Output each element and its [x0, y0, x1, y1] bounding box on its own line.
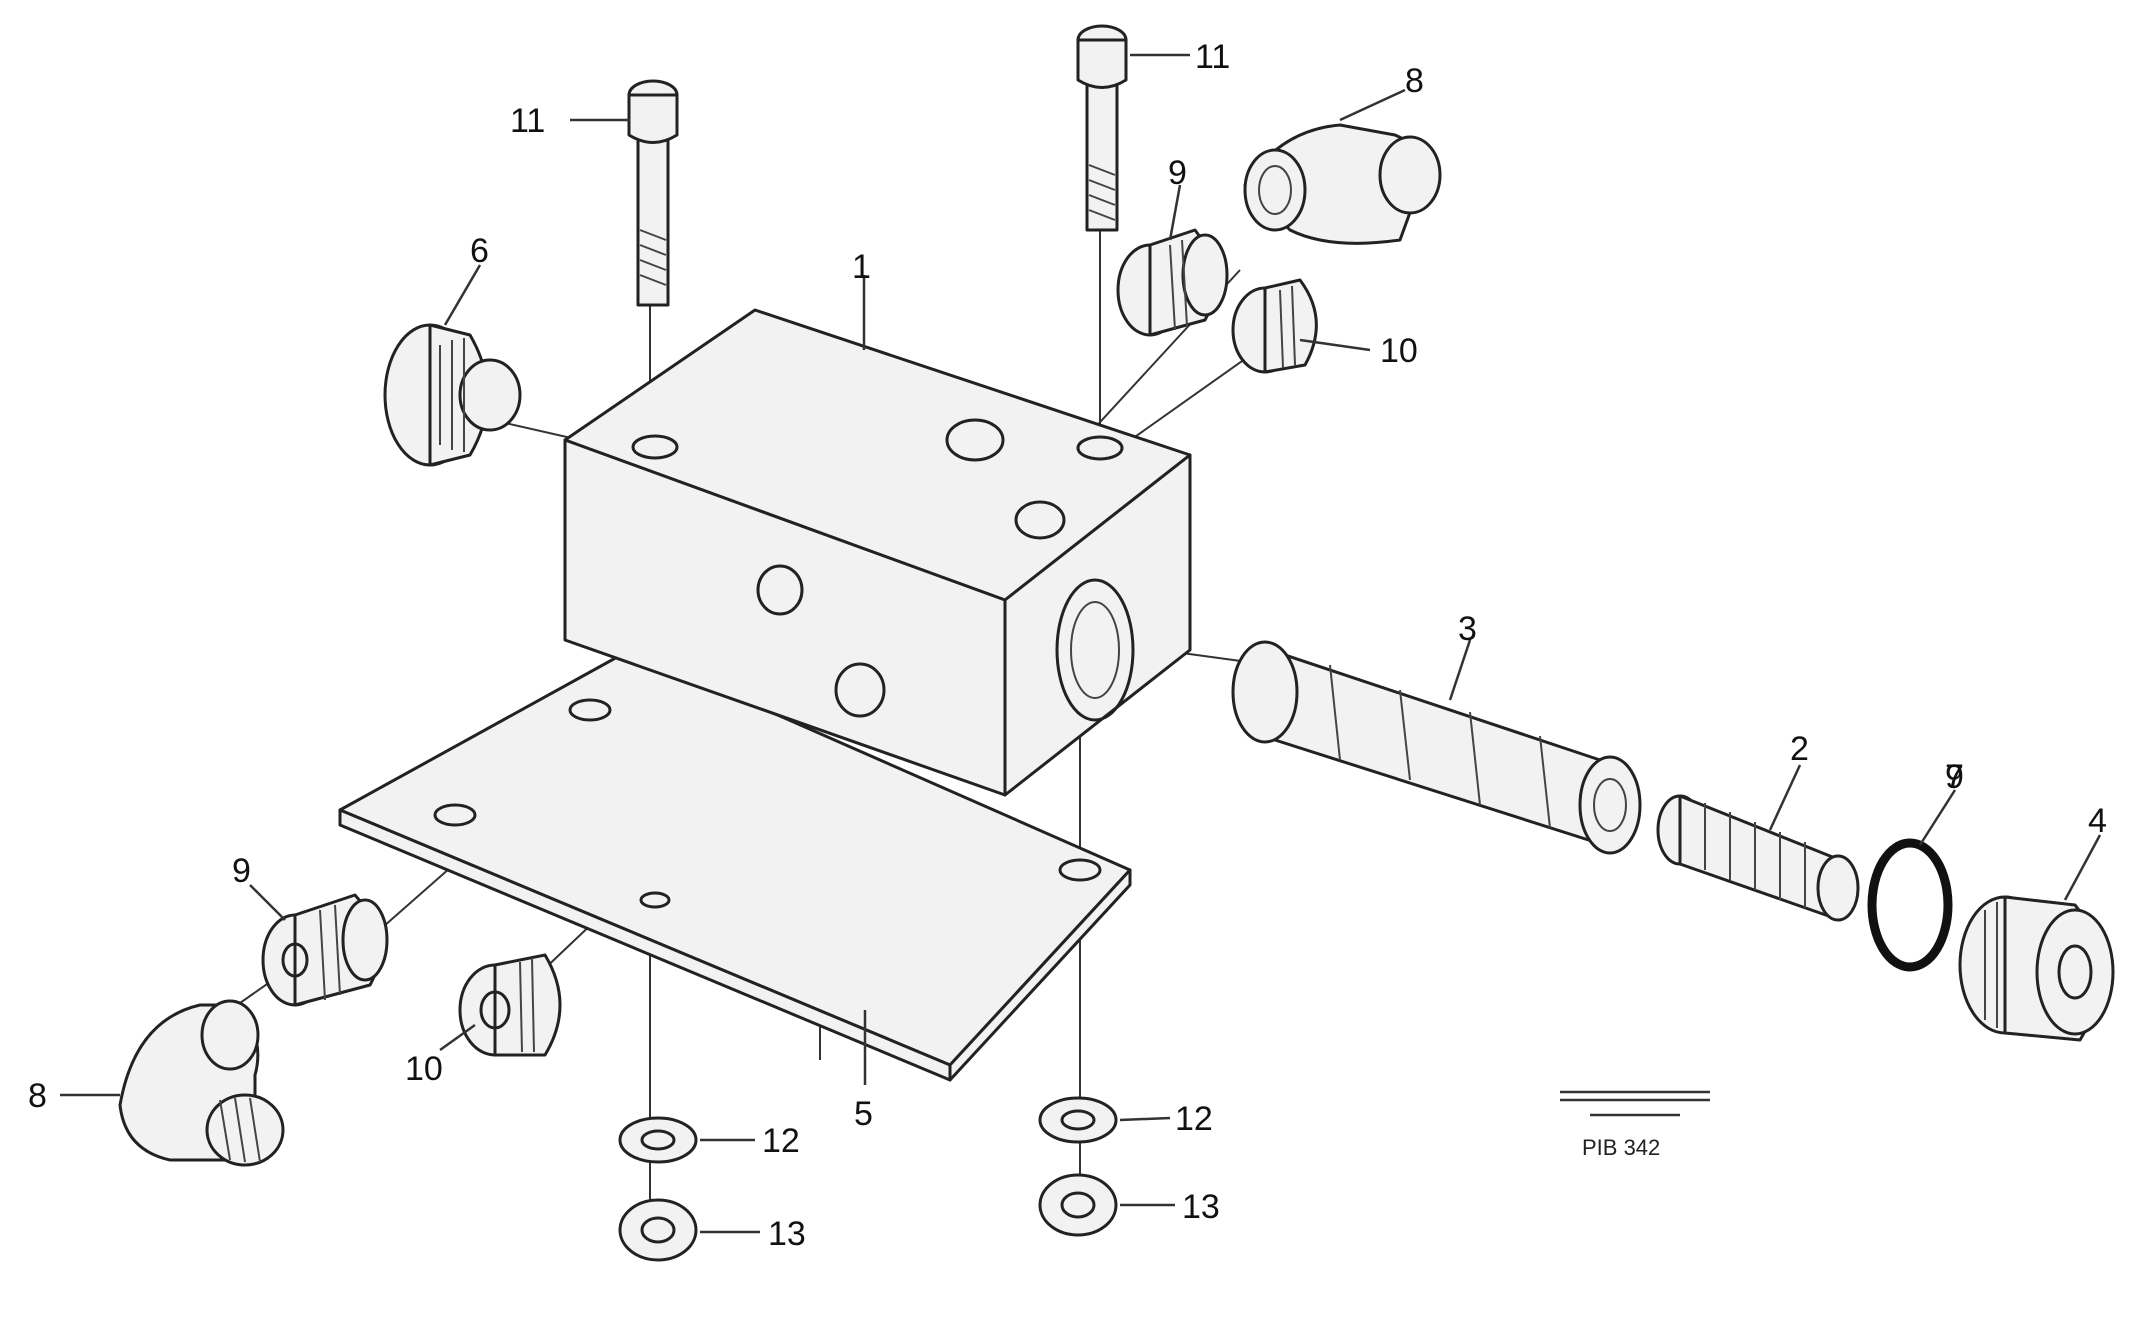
callout-9-upper: 9: [1168, 154, 1187, 192]
washer-12-right: [1038, 1096, 1118, 1144]
callout-9-mid: 9: [1945, 758, 1964, 796]
fitting-9-lower: [261, 893, 389, 1007]
callout-8-lower: 8: [28, 1077, 47, 1115]
spring-2: [1656, 794, 1860, 922]
callout-9-lower: 9: [232, 852, 251, 890]
callout-10-lower: 10: [405, 1050, 443, 1088]
plug-left: [383, 323, 522, 467]
valve-block: [563, 308, 1192, 797]
o-ring-6: [1867, 838, 1953, 972]
reference-stamp: PIB 342: [1560, 1090, 1710, 1160]
callout-3: 3: [1458, 610, 1477, 648]
plug-4: [1958, 895, 2115, 1042]
fitting-9-upper: [1116, 228, 1229, 337]
callout-2: 2: [1790, 730, 1809, 768]
callout-11-left: 11: [510, 102, 545, 140]
callout-11-right: 11: [1195, 38, 1230, 76]
washer-12-left: [618, 1116, 698, 1164]
elbow-fitting-8-lower: [118, 999, 285, 1167]
spool-sleeve-3: [1231, 640, 1642, 855]
callout-5: 5: [854, 1095, 873, 1133]
callout-6: 6: [470, 232, 489, 270]
callout-12-right: 12: [1175, 1100, 1213, 1138]
callout-13-right: 13: [1182, 1188, 1220, 1226]
callout-labels: 1 2 3 4 5 6 7 8 8 9 9 9 10 10 11 11 12 1…: [28, 38, 2107, 1253]
callout-4: 4: [2088, 802, 2107, 840]
reference-code: PIB 342: [1582, 1135, 1660, 1160]
nut-13-left: [618, 1198, 698, 1262]
callout-10-upper: 10: [1380, 332, 1418, 370]
fitting-10-upper: [1231, 278, 1318, 374]
callout-leaders: [60, 53, 2102, 1234]
nut-13-right: [1038, 1173, 1118, 1237]
base-plate: [338, 648, 1132, 1082]
callout-8-upper: 8: [1405, 62, 1424, 100]
callout-12-left: 12: [762, 1122, 800, 1160]
callout-13-left: 13: [768, 1215, 806, 1253]
callout-7: 7: [1945, 758, 1964, 796]
bolt-right: [1076, 24, 1128, 232]
elbow-fitting-8-upper: [1243, 123, 1442, 245]
bolt-left: [627, 79, 679, 307]
fitting-10-lower: [458, 953, 562, 1057]
callout-1: 1: [852, 248, 871, 286]
